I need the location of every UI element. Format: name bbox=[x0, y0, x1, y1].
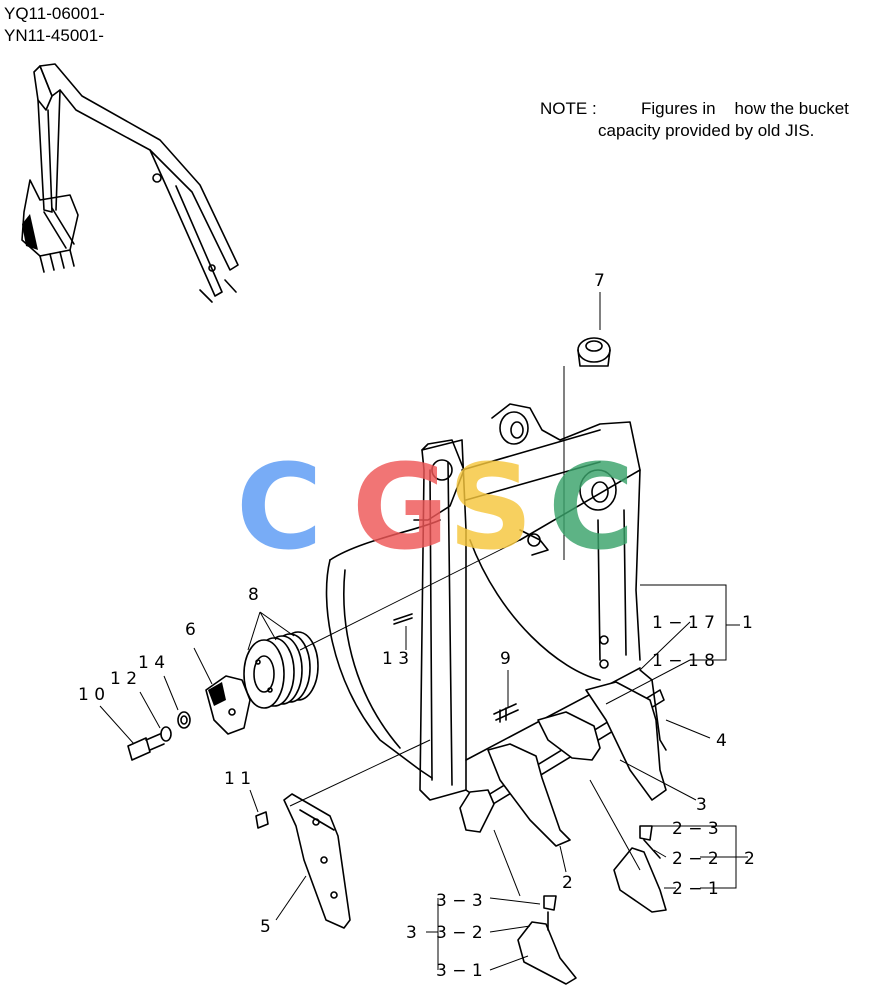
callout-8: 8 bbox=[248, 585, 259, 605]
callout-10: 1 0 bbox=[78, 685, 105, 705]
bucket-teeth bbox=[459, 681, 667, 847]
callout-6: 6 bbox=[185, 620, 196, 640]
cgsc-watermark: C G S C bbox=[236, 438, 635, 576]
callout-3-group: 3 bbox=[406, 923, 417, 943]
callout-1-17: 1 − 1 7 bbox=[652, 613, 715, 633]
callout-3-3: 3 − 3 bbox=[436, 891, 483, 911]
callout-1: 1 bbox=[742, 613, 753, 633]
bucket-body bbox=[325, 403, 667, 813]
callout-9: 9 bbox=[500, 649, 511, 669]
side-protector-5 bbox=[283, 793, 351, 929]
note-line-1: Figures in how the bucket bbox=[641, 99, 849, 118]
callout-2-3: 2 − 3 bbox=[672, 819, 719, 839]
callout-11: 1 1 bbox=[224, 769, 251, 789]
callout-2-2: 2 − 2 bbox=[672, 849, 719, 869]
callout-3: 3 bbox=[696, 795, 707, 815]
excavator-arm-thumbnail bbox=[21, 63, 239, 303]
tooth-assembly-3 bbox=[517, 895, 577, 985]
callout-3-1: 3 − 1 bbox=[436, 961, 483, 981]
callout-5: 5 bbox=[260, 917, 271, 937]
leader-lines bbox=[99, 292, 748, 971]
callout-2-1: 2 − 1 bbox=[672, 879, 719, 899]
serial-range-2: YN11-45001- bbox=[4, 26, 104, 45]
watermark-letter-3: S bbox=[448, 438, 533, 576]
callout-12: 1 2 bbox=[110, 669, 137, 689]
shims-8 bbox=[243, 631, 319, 709]
watermark-letter-1: C bbox=[236, 438, 323, 576]
callout-labels: 7 8 6 1 4 1 2 1 0 1 1 5 1 3 9 1 − 1 7 1 … bbox=[78, 271, 755, 981]
callout-2-group: 2 bbox=[744, 849, 755, 869]
note-line-2: capacity provided by old JIS. bbox=[598, 121, 815, 140]
callout-7: 7 bbox=[594, 271, 605, 291]
hardware-parts bbox=[127, 337, 611, 829]
callout-4: 4 bbox=[716, 731, 727, 751]
serial-range-1: YQ11-06001- bbox=[4, 4, 105, 23]
watermark-letter-4: C bbox=[548, 438, 635, 576]
retainer-plate-6 bbox=[205, 675, 251, 735]
watermark-letter-2: G bbox=[352, 438, 449, 576]
callout-3-2: 3 − 2 bbox=[436, 923, 483, 943]
callout-1-18: 1 − 1 8 bbox=[652, 651, 715, 671]
note-label: NOTE : bbox=[540, 99, 597, 118]
callout-13: 1 3 bbox=[382, 649, 409, 669]
tooth-assembly-2 bbox=[613, 825, 667, 913]
callout-14: 1 4 bbox=[138, 653, 165, 673]
callout-2: 2 bbox=[562, 873, 573, 893]
